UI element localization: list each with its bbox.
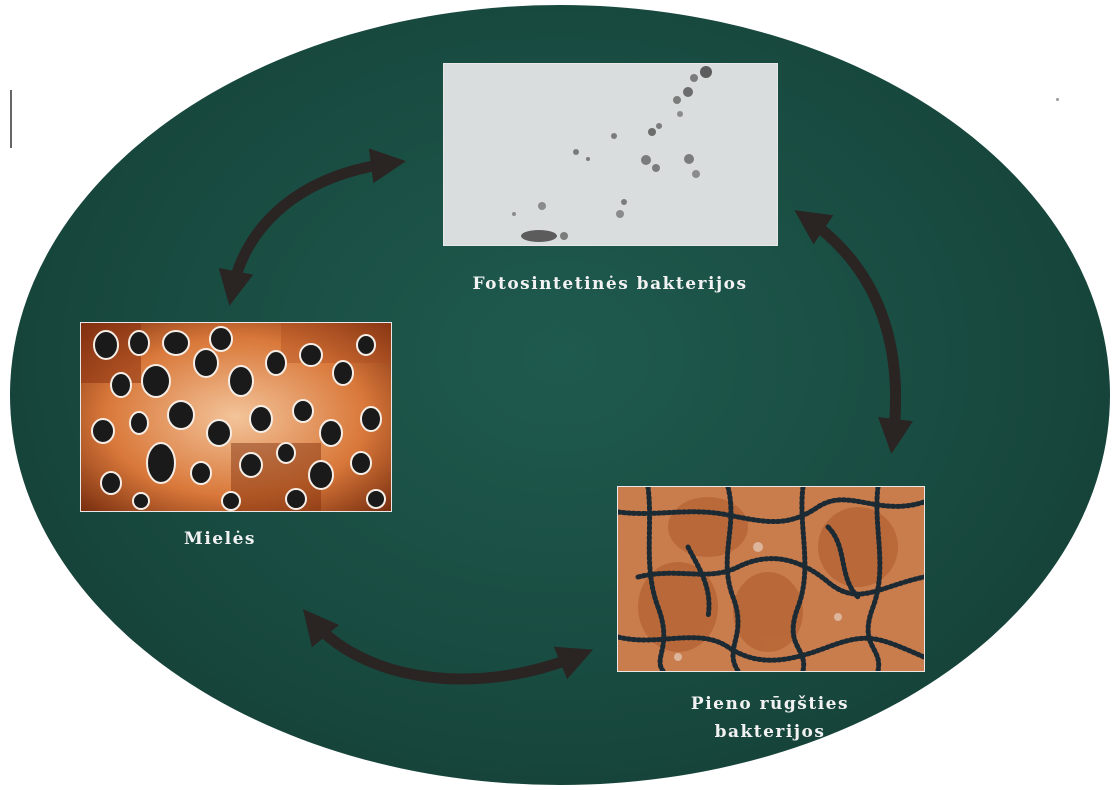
double-headed-curved-arrow-yeast-lactic: [312, 620, 580, 679]
double-headed-curved-arrow-photo-lactic: [806, 218, 896, 440]
double-headed-curved-arrow-photo-yeast: [232, 163, 392, 292]
